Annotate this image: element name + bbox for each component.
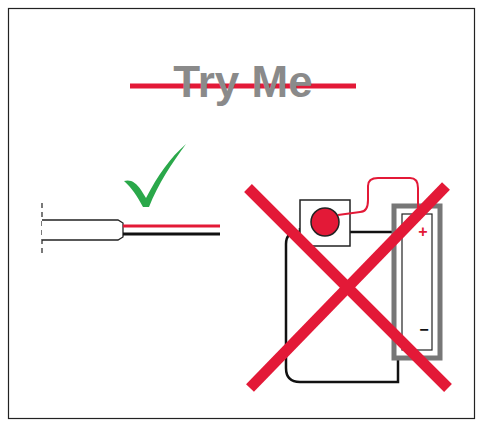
minus-mark: − bbox=[419, 322, 428, 338]
check-mark bbox=[124, 144, 186, 207]
red-wire bbox=[123, 224, 220, 227]
black-wire bbox=[123, 232, 220, 235]
plus-mark: + bbox=[418, 224, 427, 240]
button-wire bbox=[338, 178, 418, 215]
strike-title: Try Me bbox=[173, 60, 312, 104]
cross-stroke bbox=[250, 186, 446, 388]
cable-sheath bbox=[42, 220, 123, 240]
try-me-button bbox=[311, 208, 339, 236]
button-housing bbox=[300, 200, 350, 246]
frame bbox=[9, 9, 475, 419]
